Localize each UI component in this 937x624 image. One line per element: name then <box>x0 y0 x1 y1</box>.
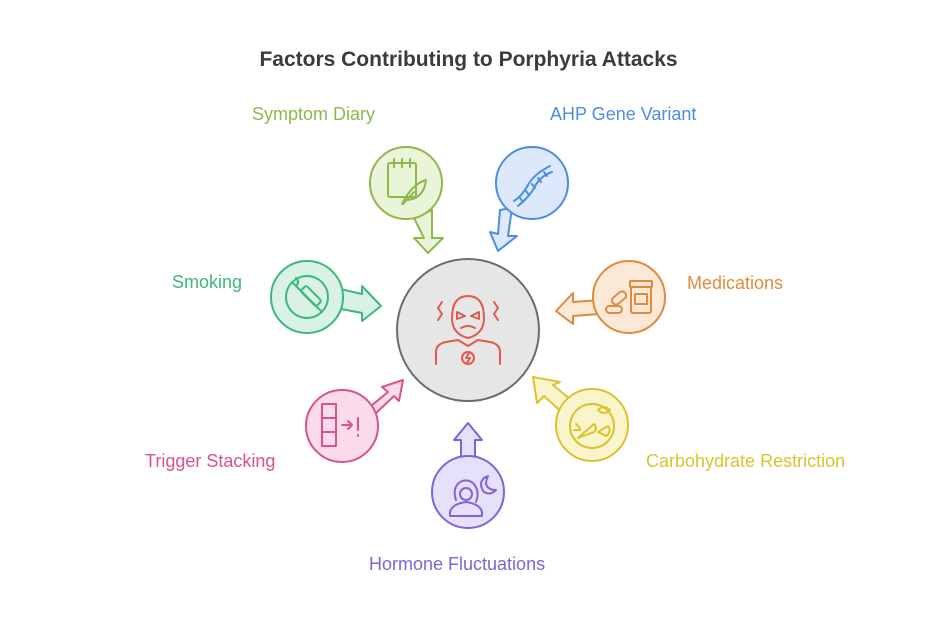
woman-moon-icon <box>449 475 497 517</box>
factor-symptom-diary <box>369 146 444 254</box>
diagram-title: Factors Contributing to Porphyria Attack… <box>259 48 678 71</box>
pills-bottle-icon <box>605 280 653 314</box>
label-trigger-stacking: Trigger Stacking <box>145 451 276 471</box>
label-smoking: Smoking <box>172 272 243 292</box>
factor-ahp-gene-variant <box>489 146 569 252</box>
label-medications: Medications <box>687 273 784 293</box>
person-attack-icon <box>435 295 501 365</box>
factor-smoking <box>270 260 382 334</box>
factor-trigger-stacking <box>305 379 404 463</box>
label-carbohydrate-restriction: Carbohydrate Restriction <box>646 451 846 471</box>
label-symptom-diary: Symptom Diary <box>252 104 376 124</box>
factor-hormone-fluctuations <box>431 422 505 529</box>
notepad-leaf-icon <box>387 158 427 205</box>
stacked-blocks-icon <box>321 403 359 447</box>
factor-medications <box>555 260 666 334</box>
carrot-plate-icon <box>569 403 615 449</box>
factor-carbohydrate-restriction <box>532 376 629 462</box>
dna-icon <box>513 165 553 207</box>
label-hormone-fluctuations: Hormone Fluctuations <box>369 554 546 574</box>
no-smoking-icon <box>285 275 329 319</box>
label-ahp-gene-variant: AHP Gene Variant <box>550 104 697 124</box>
center-node <box>396 258 540 402</box>
